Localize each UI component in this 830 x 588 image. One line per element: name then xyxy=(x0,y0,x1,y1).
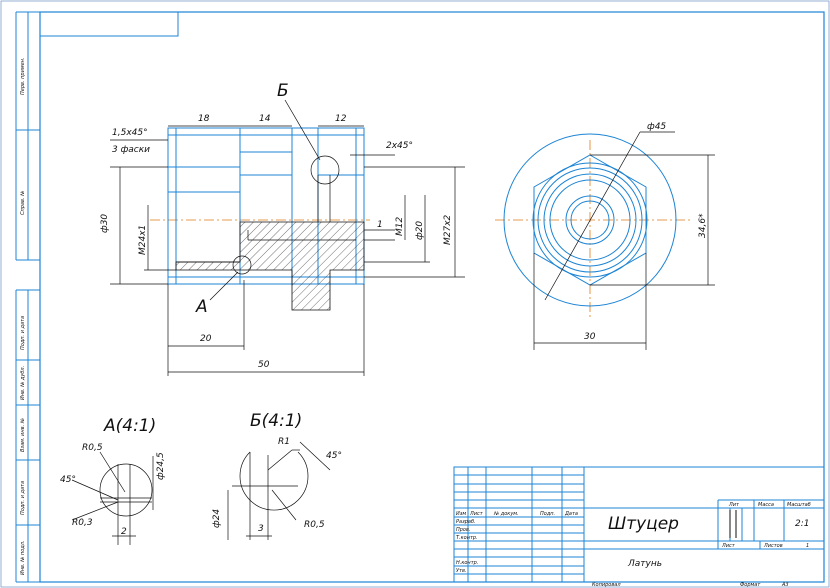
detail-circle-b xyxy=(310,155,340,185)
detail-a-2: 2 xyxy=(121,527,127,537)
main-view xyxy=(150,127,370,311)
top-left-box xyxy=(40,11,179,37)
end-view xyxy=(495,133,690,320)
drawing-frame xyxy=(39,11,825,583)
dim-m12: М12 xyxy=(395,217,405,236)
tb-list: Лист xyxy=(469,511,484,517)
tb-role-tcontrol: Т.контр. xyxy=(456,535,478,541)
detail-b-3: 3 xyxy=(258,524,264,534)
footer-format: Формат xyxy=(740,582,761,588)
stamp-sign-date-2: Подп. и дата xyxy=(20,481,26,515)
detail-a xyxy=(71,451,154,545)
detail-b-title: Б(4:1) xyxy=(250,411,302,431)
section-label-b: Б xyxy=(277,81,289,101)
tb-sign: Подп. xyxy=(540,511,555,517)
dim-chamfer2: 2х45° xyxy=(386,141,413,151)
tb-role-ncontrol: Н.контр. xyxy=(456,560,478,566)
tb-scale-value: 2:1 xyxy=(795,519,809,529)
side-stamps xyxy=(15,11,40,583)
dim-34-6: 34,6* xyxy=(698,213,708,238)
title-block xyxy=(453,466,825,583)
stamp-sign-date-1: Подп. и дата xyxy=(20,316,26,350)
tb-role-approved: Утв. xyxy=(456,568,467,574)
detail-circle-a xyxy=(232,255,252,275)
dim-m24: М24х1 xyxy=(138,225,148,255)
tb-sheet-label: Лист xyxy=(721,543,736,549)
part-name: Штуцер xyxy=(608,514,679,534)
body-outline xyxy=(167,127,365,285)
dim-18: 18 xyxy=(198,114,210,124)
detail-b-r05: R0,5 xyxy=(304,520,325,530)
dim-20: 20 xyxy=(200,334,212,344)
detail-a-dia24-5: ф24,5 xyxy=(156,452,166,480)
tb-doc-no: № докум. xyxy=(493,511,519,517)
end-dimensions xyxy=(533,131,715,350)
detail-b-r1: R1 xyxy=(278,437,290,447)
tb-sheets-label: Листов xyxy=(763,543,783,549)
section-label-a: А xyxy=(195,297,208,317)
detail-a-circle xyxy=(99,463,153,517)
tb-date: Дата xyxy=(564,511,578,517)
tb-role-checker: Пров. xyxy=(456,527,471,533)
dim-dia30: ф30 xyxy=(100,214,110,233)
dim-dia45: ф45 xyxy=(647,122,666,132)
detail-a-angle: 45° xyxy=(60,475,76,485)
detail-a-title: А(4:1) xyxy=(103,416,156,436)
dim-chamfer-note: 3 фаски xyxy=(112,145,150,155)
tb-col-mass: Масса xyxy=(758,502,774,508)
dim-30: 30 xyxy=(584,332,596,342)
stamp-orig-inv-no: Инв. № подл. xyxy=(20,541,26,576)
tb-col-lit: Лит xyxy=(728,502,740,508)
detail-b xyxy=(227,441,331,540)
detail-a-r05: R0,5 xyxy=(82,443,103,453)
stamp-reference-no: Справ. № xyxy=(20,191,26,215)
material: Латунь xyxy=(627,559,662,569)
tb-sheets-value: 1 xyxy=(806,543,809,549)
dim-1: 1 xyxy=(377,220,383,230)
dim-50: 50 xyxy=(258,360,270,370)
dim-dia20: ф20 xyxy=(415,221,425,240)
detail-a-r03: R0,3 xyxy=(72,518,93,528)
tb-col-scale: Масштаб xyxy=(787,502,811,508)
footer-copied: Копировал xyxy=(592,582,621,588)
dim-14: 14 xyxy=(259,114,271,124)
dim-chamfer: 1,5х45° xyxy=(112,128,148,138)
tb-izm: Изм xyxy=(456,511,466,517)
stamp-replace-inv-no: Взам. инв. № xyxy=(20,418,26,452)
detail-b-arc xyxy=(239,451,309,511)
footer-format-value: А3 xyxy=(781,582,789,588)
detail-b-angle: 45° xyxy=(326,451,342,461)
tb-role-developer: Разраб. xyxy=(456,519,476,525)
stamp-first-use: Перв. примен. xyxy=(20,57,26,95)
dim-m27: М27х2 xyxy=(443,214,453,245)
detail-b-dia24: ф24 xyxy=(212,509,222,528)
stamp-dup-inv-no: Инв. № дубл. xyxy=(20,366,26,400)
dim-12: 12 xyxy=(335,114,347,124)
outer-circle xyxy=(503,133,677,307)
main-dimensions xyxy=(110,99,465,376)
